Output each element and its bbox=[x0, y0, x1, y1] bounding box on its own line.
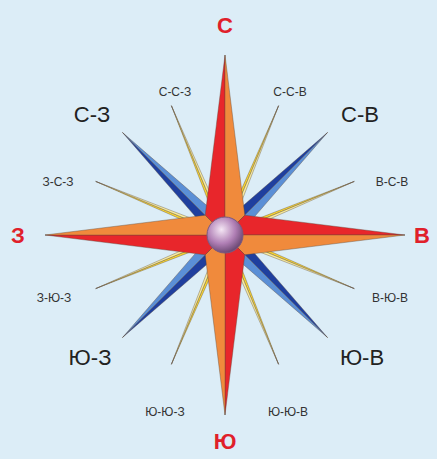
direction-label: З-Ю-З bbox=[37, 292, 72, 304]
cardinal-label: В bbox=[414, 225, 430, 247]
rose-ray bbox=[225, 215, 405, 235]
direction-label: Ю-Ю-В bbox=[268, 406, 308, 418]
cardinal-label: Ю bbox=[214, 431, 237, 453]
direction-label: З-С-З bbox=[42, 176, 73, 188]
rose-ray bbox=[45, 215, 225, 235]
rose-ray bbox=[225, 235, 245, 415]
direction-label: Ю-Ю-З bbox=[145, 406, 185, 418]
direction-label: В-Ю-В bbox=[372, 292, 408, 304]
cardinal-label: З bbox=[11, 225, 25, 247]
direction-label: С-В bbox=[341, 104, 379, 126]
rose-ray bbox=[205, 235, 225, 415]
direction-label: В-С-В bbox=[376, 176, 409, 188]
direction-label: С-З bbox=[74, 104, 111, 126]
cardinal-label: С bbox=[217, 15, 233, 37]
direction-label: С-С-З bbox=[159, 86, 192, 98]
rose-ray bbox=[225, 235, 405, 255]
rose-ray bbox=[205, 55, 225, 235]
rose-ray bbox=[45, 235, 225, 255]
direction-label: С-С-В bbox=[273, 86, 306, 98]
direction-label: Ю-В bbox=[340, 347, 384, 369]
direction-label: Ю-З bbox=[69, 347, 112, 369]
rose-ray bbox=[225, 55, 245, 235]
